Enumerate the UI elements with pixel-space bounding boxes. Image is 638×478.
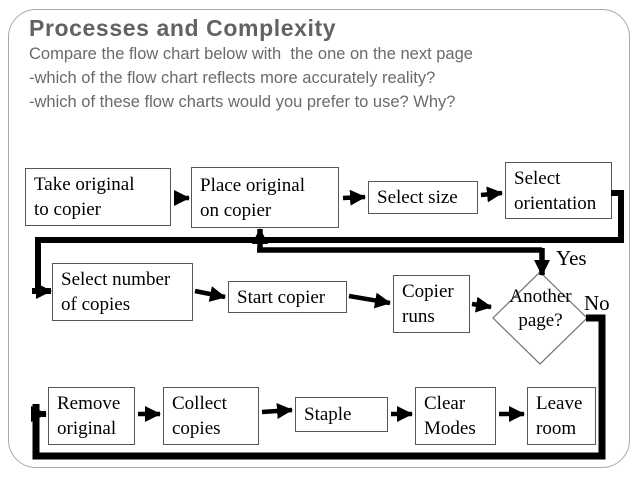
flow-node-start-copier: Start copier xyxy=(228,281,347,313)
slide-body-line: -which of these flow charts would you pr… xyxy=(29,93,456,111)
label-yes: Yes xyxy=(556,246,587,270)
flow-node-remove-original: Remove original xyxy=(48,387,135,445)
flow-node-copier-runs: Copier runs xyxy=(393,275,470,333)
flow-node-collect-copies: Collect copies xyxy=(163,387,259,445)
flow-node-place-original: Place original on copier xyxy=(191,167,339,228)
flow-node-select-number: Select number of copies xyxy=(52,263,193,321)
flow-node-clear-modes: Clear Modes xyxy=(415,387,496,445)
flow-node-take-original: Take original to copier xyxy=(25,168,171,226)
label-no: No xyxy=(584,291,610,315)
flow-node-select-orientation: Select orientation xyxy=(505,162,612,219)
flow-node-staple: Staple xyxy=(295,397,388,432)
flow-decision-another-page: Another page? xyxy=(509,286,572,331)
slide-border xyxy=(8,9,630,468)
slide-title: Processes and Complexity xyxy=(29,15,337,41)
slide-body-line: -which of the flow chart reflects more a… xyxy=(29,69,436,87)
slide-body-line: Compare the flow chart below with the on… xyxy=(29,45,473,63)
flow-node-select-size: Select size xyxy=(368,181,478,214)
flow-node-leave-room: Leave room xyxy=(527,387,596,445)
